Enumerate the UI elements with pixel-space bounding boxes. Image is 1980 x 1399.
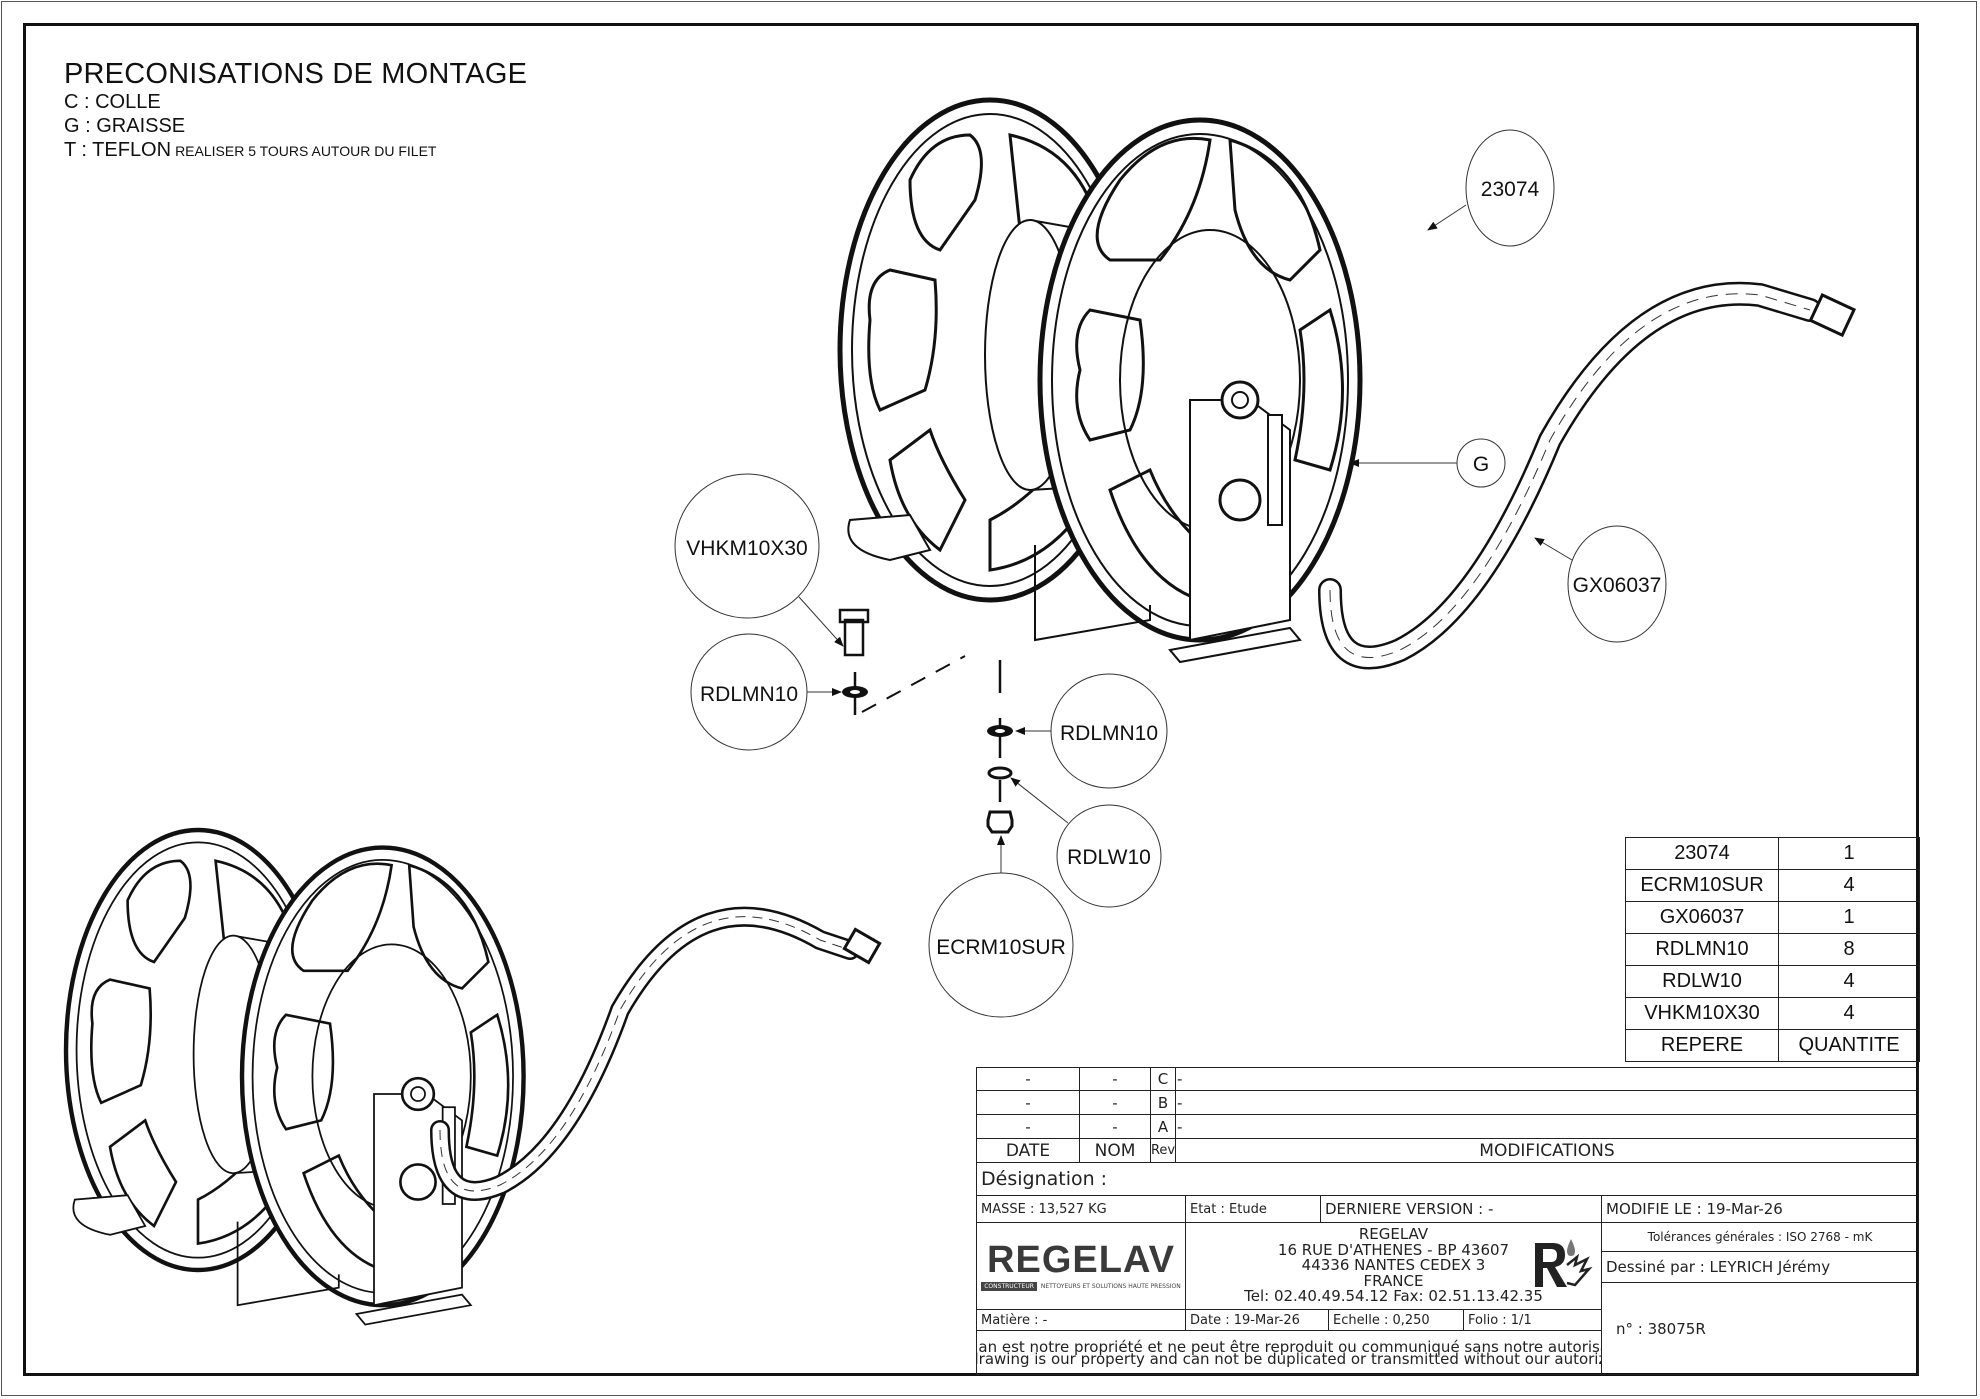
designation-label: Désignation : bbox=[976, 1162, 1919, 1196]
rev-b-nom: - bbox=[1079, 1090, 1151, 1115]
callout-vhkm10x30: VHKM10X30 bbox=[674, 473, 844, 647]
rev-b-date: - bbox=[976, 1090, 1080, 1115]
etat: Etat : Etude bbox=[1185, 1195, 1321, 1223]
rev-a-modification: - bbox=[1175, 1114, 1919, 1139]
note-teflon-detail: REALISER 5 TOURS AUTOUR DU FILET bbox=[175, 143, 437, 159]
lock-washer-part bbox=[987, 766, 1013, 802]
logo-tagline: NETTOYEURS ET SOLUTIONS HAUTE PRESSION bbox=[1040, 1283, 1181, 1290]
rev-header-modifications: MODIFICATIONS bbox=[1175, 1138, 1919, 1163]
callout-rdlmn10-left-label: RDLMN10 bbox=[700, 683, 798, 706]
derniere-version: DERNIERE VERSION : - bbox=[1320, 1195, 1602, 1223]
folio: Folio : 1/1 bbox=[1463, 1309, 1602, 1331]
note-graisse: G : GRAISSE bbox=[64, 115, 186, 137]
bom-ref: RDLMN10 bbox=[1625, 933, 1779, 966]
regelav-r-emblem-icon bbox=[1535, 1239, 1593, 1287]
bom-qty: 4 bbox=[1778, 965, 1920, 998]
callout-ecrm10sur: ECRM10SUR bbox=[928, 835, 1074, 1018]
bom-ref: RDLW10 bbox=[1625, 965, 1779, 998]
rev-c-nom: - bbox=[1079, 1067, 1151, 1091]
title-block: - - C - - - B - - - A - DATE NOM Rev MOD… bbox=[976, 1067, 1919, 1375]
callout-gx06037-label: GX06037 bbox=[1573, 574, 1662, 597]
company-name: REGELAV bbox=[1358, 1225, 1429, 1244]
bom-ref: 23074 bbox=[1625, 837, 1779, 870]
bom-ref: GX06037 bbox=[1625, 901, 1779, 934]
company-country: FRANCE bbox=[1363, 1271, 1424, 1290]
bom-ref: ECRM10SUR bbox=[1625, 869, 1779, 902]
bom-header-ref: REPERE bbox=[1625, 1029, 1779, 1062]
callout-rdlmn10-right: RDLMN10 bbox=[1015, 673, 1168, 789]
sheet-inner-border bbox=[23, 23, 1919, 1376]
rev-header-date: DATE bbox=[976, 1138, 1080, 1163]
callout-rdlmn10-left: RDLMN10 bbox=[690, 633, 842, 751]
document-number: n° : 38075R bbox=[1601, 1282, 1919, 1375]
callout-gx06037: GX06037 bbox=[1534, 525, 1667, 643]
note-colle: C : COLLE bbox=[64, 91, 161, 113]
callout-grease: G bbox=[1349, 438, 1506, 488]
bom-qty: 4 bbox=[1778, 997, 1920, 1030]
callout-ecrm10sur-label: ECRM10SUR bbox=[936, 936, 1066, 959]
rev-b-letter: B bbox=[1150, 1090, 1176, 1115]
drawing-date: Date : 19-Mar-26 bbox=[1185, 1309, 1329, 1331]
matiere: Matière : - bbox=[976, 1309, 1186, 1331]
callout-vhkm10x30-label: VHKM10X30 bbox=[686, 537, 807, 560]
notes-title: PRECONISATIONS DE MONTAGE bbox=[64, 58, 528, 90]
company-street: 16 RUE D'ATHENES - BP 43607 bbox=[1277, 1240, 1510, 1259]
nut-part bbox=[986, 810, 1014, 834]
rev-header-rev: Rev bbox=[1150, 1138, 1176, 1163]
rev-a-date: - bbox=[976, 1114, 1080, 1139]
rev-a-letter: A bbox=[1150, 1114, 1176, 1139]
hose-reel-main-view bbox=[840, 100, 1360, 662]
hose-main bbox=[1318, 281, 1822, 670]
rev-b-modification: - bbox=[1175, 1090, 1919, 1115]
tolerances: Tolérances générales : ISO 2768 - mK bbox=[1601, 1222, 1919, 1252]
bom-qty: 4 bbox=[1778, 869, 1920, 902]
rev-c-date: - bbox=[976, 1067, 1080, 1091]
rev-a-nom: - bbox=[1079, 1114, 1151, 1139]
rev-c-letter: C bbox=[1150, 1067, 1176, 1091]
note-teflon-label: T : TEFLON bbox=[64, 139, 172, 161]
masse: MASSE : 13,527 KG bbox=[976, 1195, 1186, 1223]
echelle: Echelle : 0,250 bbox=[1328, 1309, 1464, 1331]
washer-right-part bbox=[987, 718, 1013, 758]
company-phone: Tel: 02.40.49.54.12 Fax: 02.51.13.42.35 bbox=[1244, 1287, 1543, 1306]
callout-rdlmn10-right-label: RDLMN10 bbox=[1060, 722, 1158, 745]
callout-rdlw10: RDLW10 bbox=[1010, 777, 1162, 908]
callout-23074-label: 23074 bbox=[1481, 178, 1540, 201]
disclaimer-fr: Ce plan est notre propriété et ne peut ê… bbox=[977, 1337, 1601, 1356]
rev-c-modification: - bbox=[1175, 1067, 1919, 1091]
callout-grease-label: G bbox=[1473, 453, 1489, 476]
disclaimer-en: This drawing is our property and can not… bbox=[977, 1349, 1601, 1368]
bolt-part bbox=[838, 608, 870, 657]
callout-23074: 23074 bbox=[1427, 129, 1555, 247]
bom-ref: VHKM10X30 bbox=[1625, 997, 1779, 1030]
hose-fitting bbox=[1808, 292, 1857, 338]
callout-rdlw10-label: RDLW10 bbox=[1067, 846, 1151, 869]
logo-badge: CONSTRUCTEUR bbox=[981, 1282, 1037, 1291]
modifie-le: MODIFIE LE : 19-Mar-26 bbox=[1601, 1195, 1919, 1223]
hose-reel-assembled-view bbox=[66, 830, 524, 1325]
assembly-notes: PRECONISATIONS DE MONTAGE C : COLLE G : … bbox=[64, 58, 527, 163]
assembly-axis-dashed bbox=[861, 655, 966, 713]
bom-qty: 1 bbox=[1778, 901, 1920, 934]
dessine-par: Dessiné par : LEYRICH Jérémy bbox=[1601, 1251, 1919, 1283]
disclaimer: Ce plan est notre propriété et ne peut ê… bbox=[976, 1330, 1602, 1375]
washer-left-part bbox=[842, 672, 868, 715]
bom-header-qty: QUANTITE bbox=[1778, 1029, 1920, 1062]
rev-header-nom: NOM bbox=[1079, 1138, 1151, 1163]
bom-qty: 1 bbox=[1778, 837, 1920, 870]
bom-qty: 8 bbox=[1778, 933, 1920, 966]
logo-wordmark: REGELAV bbox=[987, 1239, 1175, 1281]
company-city: 44336 NANTES CEDEX 3 bbox=[1301, 1256, 1486, 1275]
